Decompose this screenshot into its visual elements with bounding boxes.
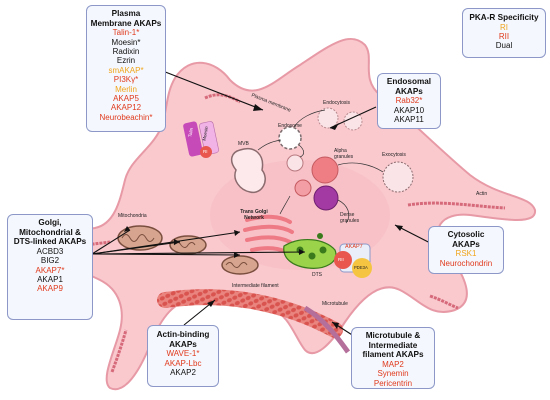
cytosolic-title-line-1: Cytosolic: [447, 230, 485, 239]
pathway-arrows: [257, 109, 384, 224]
microtubule-if-akaps-box: Microtubule & Intermediate filament AKAP…: [351, 327, 435, 389]
micro-item: Synemin: [377, 369, 409, 379]
endosomal-title-line-2: AKAPs: [395, 86, 423, 96]
actin-filament-right: [407, 201, 506, 210]
mitochondria: [117, 225, 259, 275]
intermediate-filament: [157, 289, 343, 338]
endosomal-akaps-box: Endosomal AKAPs Rab32* AKAP10 AKAP11: [377, 73, 441, 129]
endocytosis-label: Endocytosis: [323, 100, 350, 106]
endosomal-title-line-1: Endosomal: [386, 77, 432, 86]
plasma-item: smAKAP*: [108, 65, 144, 75]
micro-title-line-1: Microtubule &: [365, 331, 421, 340]
pde3a-label: PDE3A: [354, 265, 368, 270]
microtubule-label: Microtubule: [322, 301, 348, 307]
endosomal-item: AKAP10: [393, 105, 425, 115]
micro-item: MAP2: [382, 359, 404, 369]
intermediate-filament-label: Intermediate filament: [232, 283, 279, 289]
trans-golgi-label: Trans Golgi Network: [240, 209, 268, 221]
plasma-item: AKAP12: [110, 103, 142, 113]
golgi-title-line-1: Golgi,: [38, 218, 62, 227]
legend-rii: RII: [498, 32, 510, 41]
rii-bubble: [334, 251, 352, 269]
endosomal-item: Rab32*: [395, 96, 423, 106]
callout-arrowheads: [124, 104, 403, 329]
dts-dot-2: [308, 252, 316, 260]
actin-filament-right-bottom: [429, 294, 459, 310]
endocytosis-vesicle-2: [343, 111, 363, 131]
cytosolic-item: Neurochondrin: [439, 258, 493, 268]
dense-granule: [313, 185, 339, 211]
akap7-label: AKAP7: [345, 244, 363, 250]
micro-item: Pericentrin: [373, 378, 413, 388]
trans-golgi-network: [243, 214, 294, 254]
legend-dual: Dual: [495, 41, 513, 51]
rii-label: RII: [338, 257, 344, 262]
golgi-title-line-3: DTS-linked AKAPs: [13, 237, 87, 247]
plasma-title-line-1: Plasma: [111, 9, 141, 18]
cytosolic-title-line-2: AKAPs: [452, 239, 480, 249]
endosomal-item: AKAP11: [394, 115, 424, 124]
golgi-item: BIG2: [40, 256, 60, 266]
golgi-item: AKAP9: [37, 284, 63, 294]
microtubule: [303, 305, 351, 354]
pde3a-bubble: [352, 258, 372, 278]
plasma-membrane-akaps-box: Plasma Membrane AKAPs Talin-1* Moesin* R…: [86, 5, 166, 132]
plasma-item: Talin-1*: [112, 28, 140, 38]
actin-item: AKAP-Lbc: [164, 358, 202, 368]
micro-title-line-2: Intermediate: [368, 340, 418, 350]
actin-label: Actin: [476, 191, 488, 197]
endosome-label: Endosome: [278, 123, 302, 129]
plasma-item: Radixin: [112, 47, 140, 56]
plasma-item: Ezrin: [116, 56, 136, 66]
plasma-item: Moesin*: [111, 37, 141, 47]
actin-item: WAVE-1*: [166, 349, 200, 359]
mvb: [230, 148, 266, 194]
pka-r-specificity-legend: PKA-R Specificity RI RII Dual: [462, 8, 546, 58]
golgi-title-line-2: Mitochondrial &: [19, 227, 81, 237]
golgi-item: AKAP1: [37, 275, 63, 284]
exocytosis-vesicle: [382, 161, 414, 193]
endocytosis-vesicle-1: [317, 107, 339, 129]
plasma-item: PI3Kγ*: [113, 75, 139, 85]
moesin-patch: [199, 121, 219, 155]
golgi-item: AKAP7*: [35, 265, 65, 275]
golgi-item: ACBD3: [36, 246, 64, 256]
exocytosis-label: Exocytosis: [382, 152, 406, 158]
alpha-granule-3: [294, 179, 312, 197]
actin-binding-akaps-box: Actin-binding AKAPs WAVE-1* AKAP-Lbc AKA…: [147, 325, 219, 387]
golgi-mito-dts-akaps-box: Golgi, Mitochondrial & DTS-linked AKAPs …: [7, 214, 93, 320]
legend-title: PKA-R Specificity: [469, 13, 539, 22]
actin-item: AKAP2: [170, 368, 196, 377]
legend-ri: RI: [500, 22, 508, 32]
alpha-granule-2: [311, 156, 339, 184]
ri-label: RI: [203, 149, 208, 154]
talin-patch: [183, 121, 203, 157]
plasma-item: Merlin: [115, 84, 137, 94]
endosome: [278, 126, 302, 150]
alpha-granule-1: [286, 154, 304, 172]
dts-dot-4: [317, 233, 323, 239]
actin-title-line-2: AKAPs: [169, 339, 197, 349]
plasma-item: Neurobeachin*: [99, 112, 153, 122]
dts-dot-3: [319, 246, 327, 254]
mitochondria-label: Mitochondria: [118, 213, 147, 219]
ri-bubble: [200, 146, 212, 158]
plasma-title-line-2: Membrane AKAPs: [90, 18, 162, 28]
alpha-granules-label: Alpha granules: [334, 148, 354, 160]
dts-label: DTS: [312, 272, 322, 278]
cytosolic-item: RSK1: [455, 249, 477, 259]
actin-title-line-1: Actin-binding: [156, 330, 210, 339]
actin-filament-bottom: [110, 329, 128, 373]
cytosolic-akaps-box: Cytosolic AKAPs RSK1 Neurochondrin: [428, 226, 504, 274]
callout-lines: [91, 67, 441, 341]
mvb-label: MVB: [238, 141, 249, 147]
micro-title-line-3: filament AKAPs: [362, 350, 424, 360]
dense-granules-label: Dense granules: [340, 212, 360, 224]
plasma-item: AKAP5: [113, 94, 139, 104]
